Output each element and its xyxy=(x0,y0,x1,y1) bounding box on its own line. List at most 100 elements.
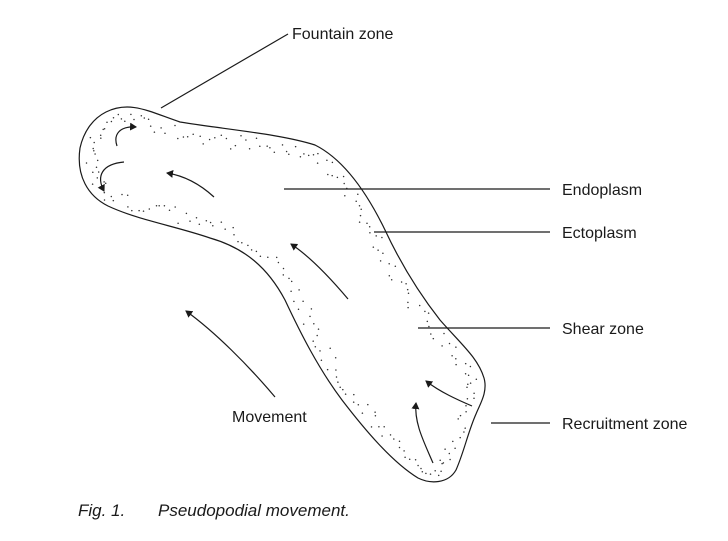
stipple-dot xyxy=(143,117,146,119)
stipple-dot xyxy=(451,354,453,357)
stipple-dot xyxy=(234,144,237,147)
stipple-dot xyxy=(163,204,166,207)
stipple-dot xyxy=(440,470,442,472)
fountain-arrow-lower xyxy=(97,161,125,192)
stipple-dot xyxy=(359,214,362,217)
stipple-dot xyxy=(138,209,140,212)
stipple-dot xyxy=(232,226,234,229)
stipple-dot xyxy=(339,386,341,389)
stipple-dot xyxy=(448,452,451,455)
stipple-dot xyxy=(158,204,160,207)
movement-arrow xyxy=(185,310,276,398)
stipple-dot xyxy=(224,228,226,230)
stipple-dot xyxy=(463,431,465,433)
endoplasm-label: Endoplasm xyxy=(562,182,642,199)
stipple-dot xyxy=(398,446,401,449)
stipple-dot xyxy=(106,121,108,124)
stipple-dot xyxy=(297,308,300,311)
stipple-dot xyxy=(394,265,397,267)
stipple-dot xyxy=(326,159,328,161)
stipple-dot xyxy=(455,358,457,360)
stipple-dot xyxy=(93,149,95,152)
cell-outline xyxy=(78,106,486,483)
stipple-dot xyxy=(148,208,151,210)
stipple-dot xyxy=(316,334,318,337)
stipple-dot xyxy=(99,134,102,137)
stipple-dot xyxy=(448,342,451,345)
stipple-dot xyxy=(437,474,440,477)
stipple-dot xyxy=(298,289,300,291)
stipple-dot xyxy=(454,447,456,450)
stipple-dot xyxy=(240,134,242,137)
stipple-dot xyxy=(186,136,189,138)
stipple-dot xyxy=(302,300,304,302)
stipple-dot xyxy=(426,320,429,323)
stipple-dot xyxy=(377,249,379,251)
stipple-dot xyxy=(220,134,223,136)
stipple-dot xyxy=(381,236,383,239)
stipple-dot xyxy=(427,312,430,314)
stipple-dot xyxy=(459,436,461,439)
stipple-dot xyxy=(112,117,115,119)
stipple-dot xyxy=(407,306,409,309)
stipple-dot xyxy=(294,145,297,148)
stipple-dot xyxy=(464,373,467,375)
stipple-dot xyxy=(457,418,459,420)
stipple-dot xyxy=(126,194,129,196)
caption-number: Fig. 1. xyxy=(78,501,125,520)
stipple-dot xyxy=(473,397,475,400)
stipple-dot xyxy=(335,369,337,371)
stipple-dot xyxy=(342,388,344,391)
stipple-dot xyxy=(430,333,432,335)
stipple-dot xyxy=(209,221,212,224)
stipple-dot xyxy=(469,382,472,384)
stipple-dot xyxy=(327,173,329,176)
stipple-dot xyxy=(164,132,166,134)
stipple-dot xyxy=(288,153,290,155)
stipple-dot xyxy=(96,159,99,162)
stipple-dot xyxy=(407,292,410,295)
stipple-dot xyxy=(100,137,102,139)
stipple-dot xyxy=(379,260,382,262)
stipple-dot xyxy=(110,195,113,198)
stipple-dot xyxy=(303,153,305,155)
stipple-dot xyxy=(233,234,235,236)
stipple-dot xyxy=(336,176,339,179)
stipple-dot xyxy=(425,472,427,475)
stipple-dot xyxy=(220,221,223,223)
stipple-dot xyxy=(381,435,383,437)
stipple-dot xyxy=(310,308,313,310)
stipple-dot xyxy=(182,136,185,138)
stipple-dot xyxy=(91,183,94,185)
stipple-dot xyxy=(309,315,311,318)
stipple-dot xyxy=(357,193,359,195)
stipple-dot xyxy=(96,177,99,179)
stipple-dot xyxy=(467,383,469,386)
stipple-dot xyxy=(212,225,214,227)
stipple-dot xyxy=(400,281,403,283)
stipple-dot xyxy=(92,147,94,150)
stipple-dot xyxy=(269,147,271,149)
stipple-dot xyxy=(192,133,194,136)
stipple-dot xyxy=(110,120,113,123)
stipple-dot xyxy=(343,182,345,185)
stipple-dot xyxy=(198,223,201,225)
stipple-dot xyxy=(403,450,405,452)
fountain-zone-label: Fountain zone xyxy=(292,26,394,43)
stipple-dot xyxy=(241,242,243,244)
stipple-dot xyxy=(406,288,409,291)
stipple-dot xyxy=(288,277,290,280)
stipple-dot xyxy=(342,175,345,178)
stipple-dot xyxy=(337,381,339,383)
stipple-dot xyxy=(331,161,334,164)
stipple-dot xyxy=(378,425,380,428)
endoplasm-arrow-middle xyxy=(290,243,349,300)
stipple-dot xyxy=(443,332,445,335)
stipple-dot xyxy=(368,225,371,228)
stipple-dot xyxy=(248,148,251,150)
stipple-dot xyxy=(393,438,395,440)
stipple-dot xyxy=(185,212,188,215)
stipple-dot xyxy=(439,459,441,462)
stipple-dot xyxy=(174,124,176,127)
stipple-dot xyxy=(147,118,150,120)
